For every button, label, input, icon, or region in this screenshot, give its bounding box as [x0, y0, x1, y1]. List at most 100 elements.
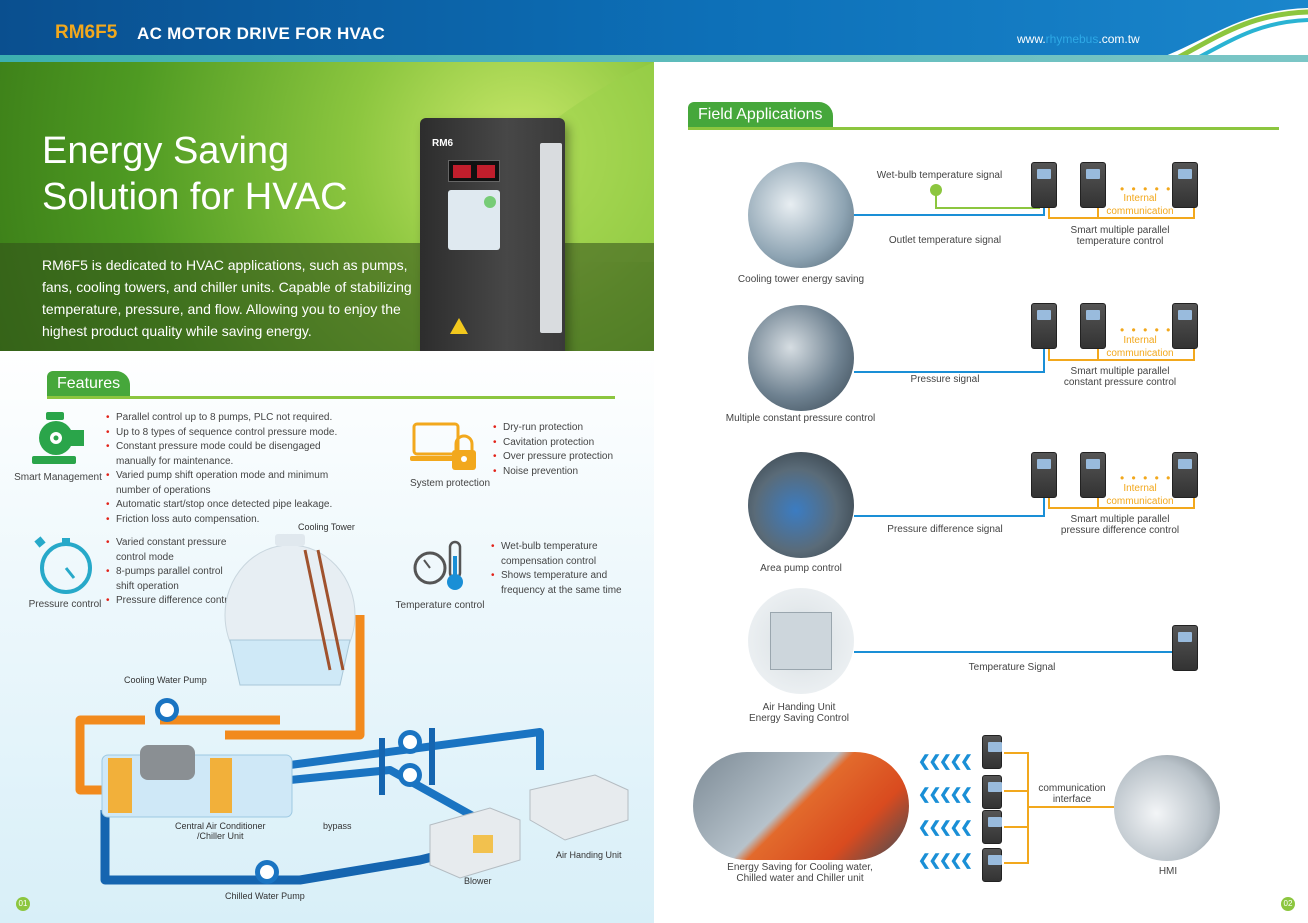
hvac-system-diagram — [75, 534, 629, 885]
header-title: AC MOTOR DRIVE FOR HVAC — [137, 24, 386, 43]
temperature-control-bullets: Wet-bulb temperature compensation contro… — [491, 540, 641, 598]
system-protection-bullets: Dry-run protection Cavitation protection… — [493, 421, 643, 479]
product-display-icon — [448, 160, 500, 182]
bullet-item: Varied constant pressure control mode — [106, 536, 236, 565]
bypass-label: bypass — [323, 821, 352, 831]
drive-icon — [1172, 452, 1198, 498]
signal-arrows-icon: ❮❮❮❮❮ — [918, 819, 973, 836]
cooling-tower-label: Cooling Tower — [298, 522, 355, 532]
drive-icon — [982, 775, 1002, 809]
drive-icon — [1031, 303, 1057, 349]
bullet-item: Parallel control up to 8 pumps, PLC not … — [106, 411, 356, 426]
chilled-water-pump-label: Chilled Water Pump — [225, 891, 305, 901]
bullet-item: Noise prevention — [493, 465, 643, 480]
field-divider — [688, 127, 1279, 130]
drive-icon — [1031, 162, 1057, 208]
app1-caption: Cooling tower energy saving — [737, 274, 865, 285]
drive-icon — [1080, 452, 1106, 498]
page-number-left: 01 — [16, 897, 30, 911]
area-pump-photo — [748, 452, 854, 558]
system-protection-label: System protection — [409, 478, 491, 489]
header-bar — [0, 0, 1308, 62]
more-dots-icon: • • • • • — [1120, 323, 1173, 337]
signal-arrows-icon: ❮❮❮❮❮ — [918, 753, 973, 770]
product-drive-image: RM6 — [420, 118, 565, 363]
field-applications-heading: Field Applications — [688, 102, 833, 128]
more-dots-icon: • • • • • — [1120, 182, 1173, 196]
bullet-item: Automatic start/stop once detected pipe … — [106, 498, 356, 513]
drive-icon — [1080, 162, 1106, 208]
app2-caption: Multiple constant pressure control — [725, 413, 876, 424]
bullet-item: Pressure difference control — [106, 594, 236, 609]
signal-arrows-icon: ❮❮❮❮❮ — [918, 852, 973, 869]
website-link[interactable]: www.rhymebus.com.tw — [1017, 32, 1140, 46]
thermometer-gauge-icon — [413, 540, 463, 590]
smart-management-label: Smart Management — [14, 472, 102, 483]
bullet-item: Dry-run protection — [493, 421, 643, 436]
app5-caption: Energy Saving for Cooling water, Chilled… — [727, 862, 873, 884]
header-wave-graphic — [1150, 8, 1308, 62]
warning-icon — [450, 318, 468, 334]
drive-icon — [982, 810, 1002, 844]
drive-icon — [1172, 162, 1198, 208]
pressure-gauge-icon — [34, 536, 92, 594]
app3-control-label: Smart multiple parallel pressure differe… — [1060, 514, 1180, 536]
product-logo-icon: RM6 — [432, 138, 454, 149]
page-number-right: 02 — [1281, 897, 1295, 911]
features-divider — [47, 396, 615, 399]
hmi-label: HMI — [1158, 866, 1178, 877]
ahu-label: Air Handing Unit — [556, 850, 622, 860]
app1-signal-top: Wet-bulb temperature signal — [876, 170, 1003, 181]
drive-icon — [1172, 625, 1198, 671]
hero-description: RM6F5 is dedicated to HVAC applications,… — [42, 257, 412, 339]
cooling-tower-photo — [748, 162, 854, 268]
drive-icon — [1172, 303, 1198, 349]
chiller-unit-label: Central Air Conditioner /Chiller Unit — [175, 821, 266, 841]
app1-signal-bottom: Outlet temperature signal — [888, 235, 1002, 246]
bullet-item: Constant pressure mode could be disengag… — [106, 440, 356, 469]
bullet-item: Friction loss auto compensation. — [106, 513, 356, 528]
app2-control-label: Smart multiple parallel constant pressur… — [1063, 366, 1177, 388]
bullet-item: Up to 8 types of sequence control pressu… — [106, 426, 356, 441]
temperature-control-label: Temperature control — [395, 600, 485, 611]
model-number: RM6F5 — [55, 22, 118, 43]
pump-room-photo — [748, 305, 854, 411]
bullet-item: Over pressure protection — [493, 450, 643, 465]
pressure-control-label: Pressure control — [28, 599, 102, 610]
app3-signal: Pressure difference signal — [887, 524, 1003, 535]
laptop-lock-icon — [410, 422, 476, 470]
more-dots-icon: • • • • • — [1120, 471, 1173, 485]
bullet-item: Varied pump shift operation mode and min… — [106, 469, 356, 498]
blower-label: Blower — [464, 876, 492, 886]
product-keypad-icon — [448, 190, 500, 250]
communication-bus-lines — [1004, 752, 1114, 864]
app1-control-label: Smart multiple parallel temperature cont… — [1070, 225, 1170, 247]
bullet-item: Shows temperature and frequency at the s… — [491, 569, 641, 598]
pump-motor-icon — [32, 412, 84, 464]
app4-signal: Temperature Signal — [968, 662, 1056, 673]
drive-icon — [1080, 303, 1106, 349]
smart-management-bullets: Parallel control up to 8 pumps, PLC not … — [106, 411, 356, 527]
app4-wiring — [854, 651, 1184, 653]
features-heading: Features — [47, 371, 131, 397]
drive-icon — [982, 848, 1002, 882]
drive-icon — [982, 735, 1002, 769]
hmi-photo — [1114, 755, 1220, 861]
bullet-item: Cavitation protection — [493, 436, 643, 451]
pressure-control-bullets: Varied constant pressure control mode 8-… — [106, 536, 236, 609]
bullet-item: 8-pumps parallel control shift operation — [106, 565, 236, 594]
header-accent-strip — [0, 55, 1308, 62]
communication-interface-label: communication interface — [1038, 783, 1106, 805]
app2-signal: Pressure signal — [910, 374, 980, 385]
drive-icon — [1031, 452, 1057, 498]
chiller-plant-photo — [693, 752, 909, 860]
app4-caption: Air Handing Unit Energy Saving Control — [748, 702, 850, 724]
cooling-water-pump-label: Cooling Water Pump — [124, 675, 207, 685]
bullet-item: Wet-bulb temperature compensation contro… — [491, 540, 641, 569]
app3-caption: Area pump control — [760, 563, 842, 574]
signal-arrows-icon: ❮❮❮❮❮ — [918, 786, 973, 803]
